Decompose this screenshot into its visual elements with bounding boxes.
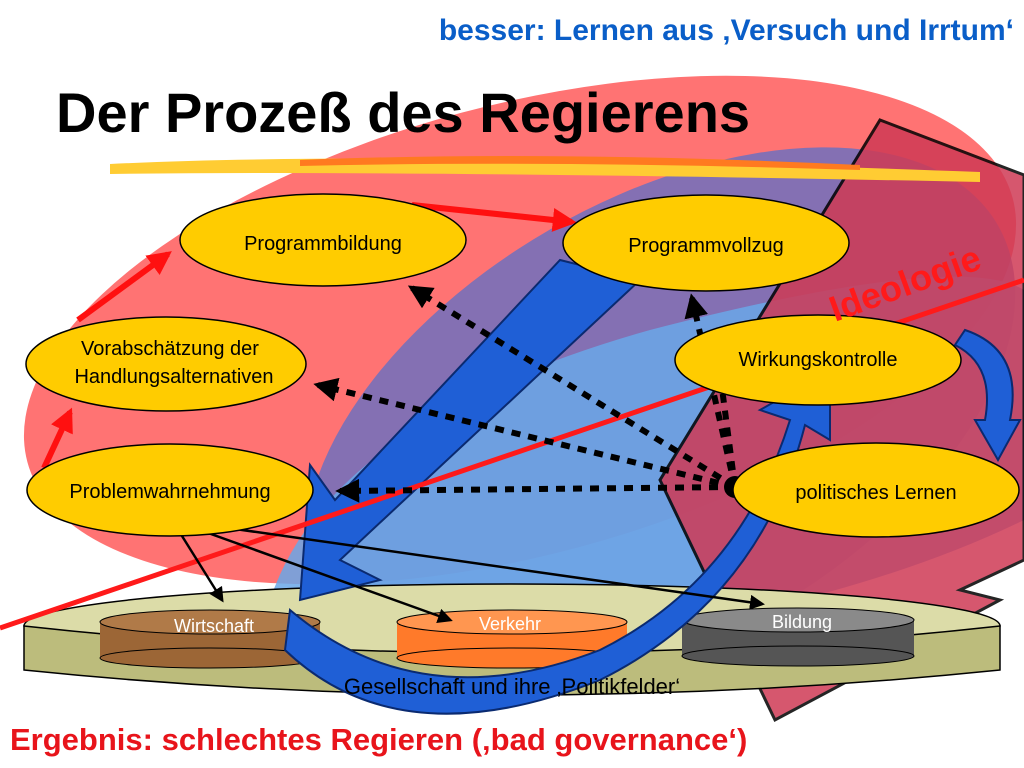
node-vorabschaetzung: Vorabschätzung der Handlungsalternativen (25, 316, 307, 412)
blue-arrow-curve (283, 368, 831, 715)
node-problemwahrnehmung-label: Problemwahrnehmung (69, 481, 270, 503)
node-politisches-lernen: politisches Lernen (732, 442, 1020, 538)
subtitle: besser: Lernen aus ‚Versuch und Irrtum‘ (438, 14, 1014, 47)
field-wirtschaft-label: Wirtschaft (174, 616, 254, 636)
result-caption: Ergebnis: schlechtes Regieren (‚bad gove… (10, 722, 748, 757)
base-label: Gesellschaft und ihre ‚Politikfelder‘ (344, 674, 680, 699)
node-programmbildung-label: Programmbildung (244, 233, 402, 255)
arrow-vorab-programmbildung (76, 251, 172, 323)
node-programmvollzug: Programmvollzug (562, 194, 850, 292)
field-bildung-label: Bildung (772, 612, 832, 632)
arrow-to-verkehr (171, 518, 453, 623)
arrow-bildung-vollzug (411, 202, 577, 232)
node-problemwahrnehmung: Problemwahrnehmung (26, 443, 314, 537)
disc-bildung (681, 607, 915, 667)
node-wirkungskontrolle-label: Wirkungskontrolle (739, 349, 898, 371)
node-politisches-lernen-label: politisches Lernen (795, 482, 956, 504)
node-programmvollzug-label: Programmvollzug (628, 235, 784, 257)
node-vorab-label-1: Vorabschätzung der (81, 338, 259, 360)
arrow-problem-vorab (41, 407, 73, 470)
arrow-to-bildung (171, 518, 765, 610)
blue-arrow-down (298, 258, 643, 602)
ideology-box (658, 118, 1024, 723)
node-programmbildung: Programmbildung (179, 193, 467, 287)
field-verkehr-label: Verkehr (479, 614, 541, 634)
disc-wirtschaft (99, 609, 321, 669)
disc-verkehr (396, 609, 628, 669)
node-vorab-label-2: Handlungsalternativen (74, 366, 273, 388)
title-underline-accent (300, 156, 860, 170)
page-title: Der Prozeß des Regierens (56, 81, 751, 144)
blue-arrow-loop (953, 328, 1022, 463)
node-wirkungskontrolle: Wirkungskontrolle (674, 314, 962, 406)
